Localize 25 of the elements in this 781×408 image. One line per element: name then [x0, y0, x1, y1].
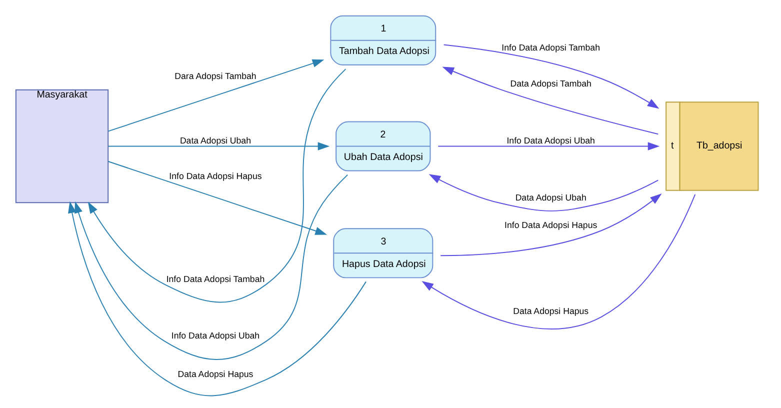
arrow	[107, 59, 324, 132]
edge-label: Info Data Adopsi Tambah	[501, 42, 600, 52]
arrow	[68, 201, 366, 396]
arrow	[107, 160, 327, 235]
edge-label: Info Data Adopsi Hapus	[504, 220, 597, 230]
arrow	[440, 193, 662, 256]
arrow	[87, 68, 346, 303]
edge-label: Info Data Adopsi Ubah	[506, 136, 594, 146]
edge-label: Data Adopsi Hapus	[512, 306, 588, 316]
arrow	[107, 142, 330, 150]
edge-label: Data Adopsi Tambah	[510, 78, 591, 89]
arrow	[442, 44, 659, 109]
arrow	[442, 66, 658, 135]
edge-label: Data Adopsi Ubah	[179, 136, 250, 146]
edge-label: Data Adopsi Ubah	[514, 192, 586, 202]
edge-label: Info Data Adopsi Ubah	[170, 330, 260, 341]
arrow	[421, 194, 696, 330]
arrow	[437, 142, 660, 150]
edge-label: Data Adopsi Hapus	[177, 368, 253, 379]
arrow	[428, 174, 658, 212]
edge-label: Info Data Adopsi Tambah	[166, 274, 264, 284]
edge-label: Info Data Adopsi Hapus	[168, 170, 262, 181]
arrow	[74, 174, 348, 360]
edge-label: Dara Adopsi Tambah	[174, 70, 256, 81]
node-box: Masyarakat	[14, 89, 108, 204]
